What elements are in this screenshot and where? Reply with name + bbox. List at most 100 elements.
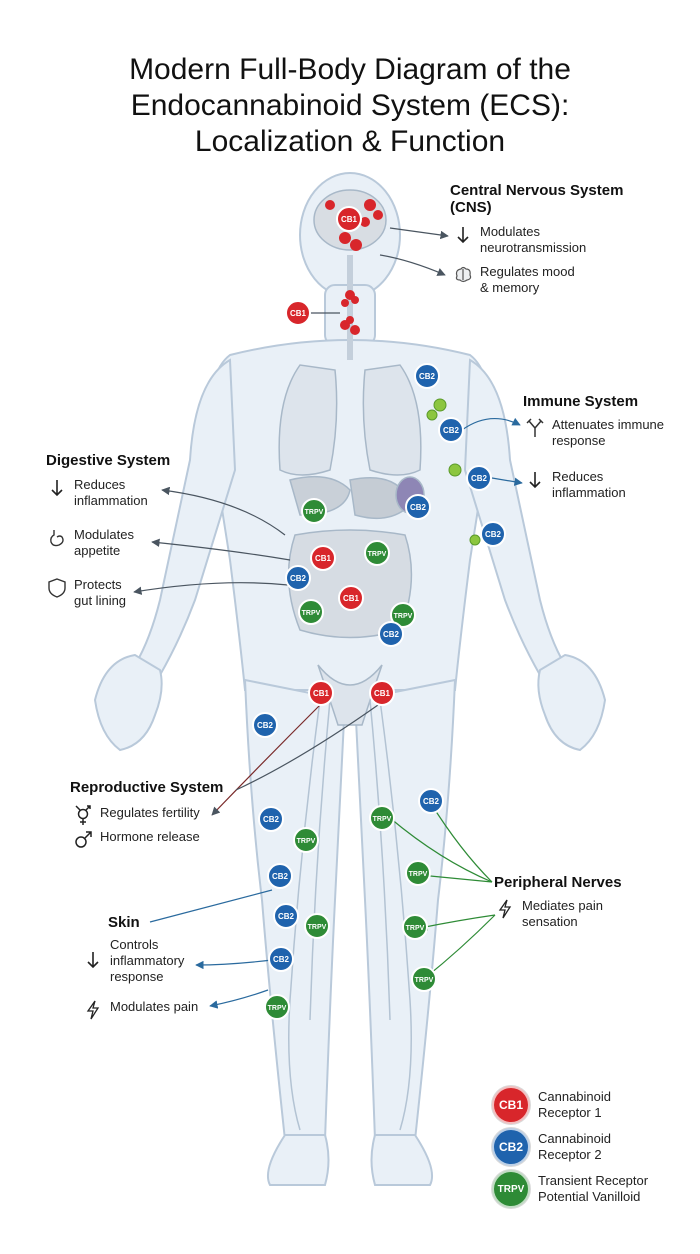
- reproductive-header: Reproductive System: [70, 779, 224, 796]
- skin-f1-line-1: Controls: [110, 937, 159, 952]
- legend-cb1-dot: CB1: [492, 1086, 530, 1124]
- svg-text:TRPV: TRPV: [406, 925, 425, 932]
- svg-text:CB2: CB2: [443, 426, 460, 435]
- svg-text:CB1: CB1: [341, 215, 358, 224]
- down-arrow-icon: [87, 952, 99, 969]
- gender-symbol-icon: [75, 805, 91, 825]
- skin-function-2-text: Modulates pain: [110, 999, 199, 1014]
- brain-icon: [455, 266, 472, 283]
- legend-cb2: CB2 Cannabinoid Receptor 2: [492, 1128, 611, 1166]
- immune-f1-line-2: response: [552, 433, 606, 448]
- receptor-badges: CB1 CB1 CB2 CB2 CB2 CB2 CB2 TRPV CB1 TRP…: [252, 206, 506, 1020]
- connector-peripheral-1: [389, 817, 493, 883]
- legend-trpv-line-2: Potential Vanilloid: [538, 1189, 641, 1204]
- connector-cns-2: [379, 254, 446, 276]
- antibody-icon: [526, 418, 544, 437]
- connector-digestive-1: [161, 486, 286, 536]
- badge-cb2-gut-2: CB2: [378, 621, 404, 647]
- digestive-f2-line-2: appetite: [74, 543, 121, 558]
- stomach-icon: [50, 530, 64, 547]
- badge-cb2-thigh-right: CB2: [418, 788, 444, 814]
- badge-cb2-gut-1: CB2: [285, 565, 311, 591]
- legend-trpv: TRPV Transient Receptor Potential Vanill…: [492, 1170, 648, 1208]
- peripheral-f1-line-1: Mediates pain: [522, 898, 603, 913]
- badge-trpv-gut-3: TRPV: [390, 602, 416, 628]
- digestive-f1-line-1: Reduces: [74, 477, 126, 492]
- reproductive-function-2: Hormone release: [72, 829, 200, 851]
- digestive-function-2-text: Modulates appetite: [74, 527, 134, 559]
- legend-trpv-text: Transient Receptor Potential Vanilloid: [538, 1173, 648, 1205]
- title-line-2: Endocannabinoid System (ECS):: [130, 89, 570, 122]
- svg-text:CB2: CB2: [263, 815, 280, 824]
- left-lung: [278, 364, 338, 476]
- cns-function-1: Modulates neurotransmission: [452, 224, 586, 256]
- legend-cb2-text: Cannabinoid Receptor 2: [538, 1131, 611, 1163]
- badge-cb2-spleen: CB2: [405, 494, 431, 520]
- badge-cb1-brain: CB1: [336, 206, 362, 232]
- leg-nerves: [288, 699, 412, 1131]
- badge-trpv-thigh-right: TRPV: [369, 805, 395, 831]
- immune-function-1-text: Attenuates immune response: [552, 417, 664, 449]
- down-arrow-icon: [51, 480, 63, 497]
- cns-function-2: Regulates mood & memory: [452, 264, 575, 296]
- svg-text:CB2: CB2: [419, 372, 436, 381]
- badge-trpv-shin-left-1: TRPV: [304, 913, 330, 939]
- right-lung: [362, 364, 422, 476]
- legend-trpv-dot: TRPV: [492, 1170, 530, 1208]
- badge-trpv-liver: TRPV: [301, 498, 327, 524]
- svg-text:CB2: CB2: [485, 530, 502, 539]
- title-line-3: Localization & Function: [194, 125, 506, 158]
- badge-cb2-shoulder: CB2: [414, 363, 440, 389]
- badge-cb1-pelvis-right: CB1: [369, 680, 395, 706]
- reproductive-function-2-text: Hormone release: [100, 829, 200, 844]
- connector-digestive-2: [151, 538, 291, 561]
- immune-f1-line-1: Attenuates immune: [552, 417, 665, 432]
- svg-text:TRPV: TRPV: [297, 838, 316, 845]
- down-arrow-icon: [529, 472, 541, 489]
- badge-cb1-spine: CB1: [285, 300, 311, 326]
- badge-trpv-gut-2: TRPV: [298, 599, 324, 625]
- digestive-function-3: Protects gut lining: [46, 577, 126, 609]
- badge-cb2-arm-2: CB2: [466, 465, 492, 491]
- svg-text:TRPV: TRPV: [409, 871, 428, 878]
- cns-f2-line-2: & memory: [480, 280, 540, 295]
- svg-text:CB1: CB1: [315, 554, 332, 563]
- badge-trpv-shin-left-2: TRPV: [264, 994, 290, 1020]
- shield-icon: [48, 578, 66, 598]
- skin-header: Skin: [108, 914, 140, 931]
- connector-skin-3: [209, 989, 269, 1009]
- lightning-icon: [498, 899, 512, 919]
- svg-text:CB2: CB2: [273, 955, 290, 964]
- svg-text:TRPV: TRPV: [268, 1005, 287, 1012]
- immune-function-1: Attenuates immune response: [524, 417, 664, 449]
- skin-function-1: Controls inflammatory response: [82, 937, 184, 985]
- badge-cb2-knee-left: CB2: [267, 863, 293, 889]
- legend-cb2-line-1: Cannabinoid: [538, 1131, 612, 1146]
- svg-text:TRPV: TRPV: [305, 509, 324, 516]
- badge-cb2-shin-left-2: CB2: [268, 946, 294, 972]
- badge-cb2-arm-1: CB2: [438, 417, 464, 443]
- digestive-f1-line-2: inflammation: [74, 493, 148, 508]
- digestive-function-3-text: Protects gut lining: [74, 577, 126, 609]
- peripheral-f1-line-2: sensation: [522, 914, 578, 929]
- skin-f1-line-2: inflammatory: [110, 953, 185, 968]
- cns-f1-line-2: neurotransmission: [480, 240, 587, 255]
- digestive-f3-line-2: gut lining: [74, 593, 127, 608]
- digestive-header: Digestive System: [46, 452, 171, 469]
- legend-cb1: CB1 Cannabinoid Receptor 1: [492, 1086, 611, 1124]
- svg-text:CB2: CB2: [383, 630, 400, 639]
- digestive-function-1: Reduces inflammation: [46, 477, 148, 509]
- svg-text:TRPV: TRPV: [394, 613, 413, 620]
- digestive-function-2: Modulates appetite: [46, 527, 134, 559]
- connector-reproductive-2: [235, 704, 379, 791]
- reproductive-function-1: Regulates fertility: [72, 805, 200, 827]
- badge-cb2-thigh-left: CB2: [252, 712, 278, 738]
- immune-f2-line-2: inflammation: [552, 485, 626, 500]
- svg-text:CB1: CB1: [343, 594, 360, 603]
- legend-cb1-line-1: Cannabinoid: [538, 1089, 612, 1104]
- badge-cb2-shin-left-1: CB2: [273, 903, 299, 929]
- cns-header: Central Nervous System (CNS): [450, 182, 623, 216]
- badge-cb1-pelvis-left: CB1: [308, 680, 334, 706]
